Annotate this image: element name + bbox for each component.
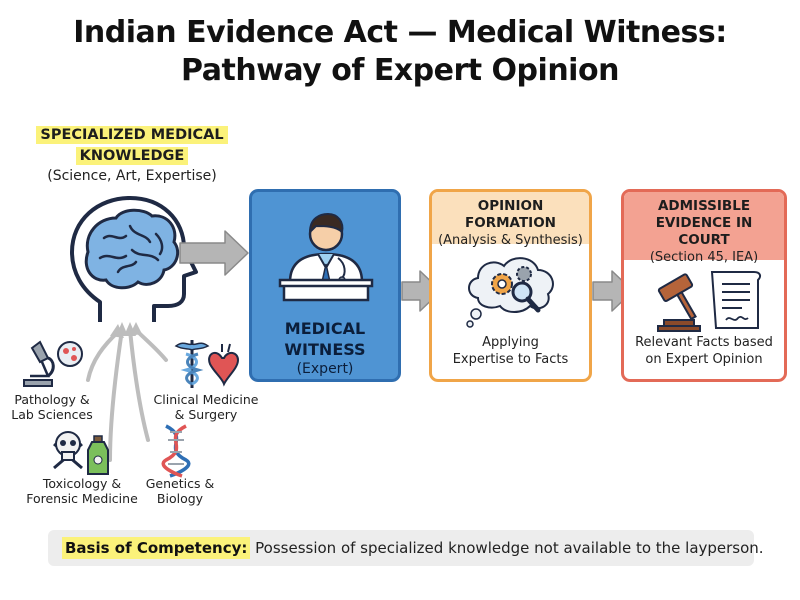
arrow-head-to-witness [179, 230, 249, 276]
opinion-formation-subtitle: (Analysis & Synthesis) [438, 233, 583, 248]
source-clinical: Clinical Medicine & Surgery [153, 392, 259, 422]
skull-crossbones-icon [53, 431, 109, 475]
source-genetics: Genetics & Biology [145, 476, 215, 506]
page-title: Indian Evidence Act — Medical Witness: P… [0, 14, 800, 90]
dna-icon [161, 424, 191, 478]
admissible-evidence-title-2: EVIDENCE IN COURT [655, 215, 753, 248]
title-line-1: Indian Evidence Act — Medical Witness: [73, 15, 727, 50]
source-pathology: Pathology & Lab Sciences [11, 392, 93, 422]
title-line-2: Pathway of Expert Opinion [181, 53, 619, 88]
opinion-formation-card: OPINION FORMATION (Analysis & Synthesis)… [429, 189, 592, 382]
opinion-formation-title: OPINION FORMATION [465, 198, 556, 231]
admissible-evidence-header: ADMISSIBLE EVIDENCE IN COURT (Section 45… [624, 192, 784, 265]
doctor-icon [278, 212, 374, 302]
basis-text: Possession of specialized knowledge not … [250, 539, 764, 557]
source-toxicology: Toxicology & Forensic Medicine [26, 476, 138, 506]
knowledge-heading-line-1: SPECIALIZED MEDICAL [36, 126, 228, 144]
medical-witness-title-2: WITNESS [284, 340, 366, 359]
admissible-evidence-subtitle: (Section 45, IEA) [649, 250, 759, 265]
medical-witness-card: MEDICAL WITNESS (Expert) [249, 189, 401, 382]
gavel-document-icon [657, 271, 762, 332]
knowledge-heading: SPECIALIZED MEDICAL KNOWLEDGE (Science, … [18, 124, 246, 184]
medical-witness-subtitle: (Expert) [296, 361, 354, 377]
basis-of-competency-bar: Basis of Competency: Possession of speci… [48, 530, 764, 566]
head-brain-icon [70, 196, 198, 322]
medical-witness-title-1: MEDICAL [284, 319, 366, 338]
admissible-evidence-title-1: ADMISSIBLE [657, 198, 751, 214]
admissible-evidence-text: Relevant Facts based on Expert Opinion [635, 335, 773, 367]
admissible-evidence-card: ADMISSIBLE EVIDENCE IN COURT (Section 45… [621, 189, 787, 382]
opinion-formation-text: Applying Expertise to Facts [452, 335, 569, 367]
thinking-gears-icon [466, 257, 554, 328]
caduceus-icon [174, 340, 240, 388]
knowledge-heading-line-2: KNOWLEDGE [75, 147, 189, 165]
microscope-icon [23, 340, 83, 387]
opinion-formation-header: OPINION FORMATION (Analysis & Synthesis) [432, 192, 589, 248]
source-arrowheads [110, 322, 142, 338]
knowledge-subheading: (Science, Art, Expertise) [47, 168, 217, 184]
basis-label: Basis of Competency: [62, 537, 251, 559]
medical-witness-label: MEDICAL WITNESS (Expert) [252, 318, 398, 379]
